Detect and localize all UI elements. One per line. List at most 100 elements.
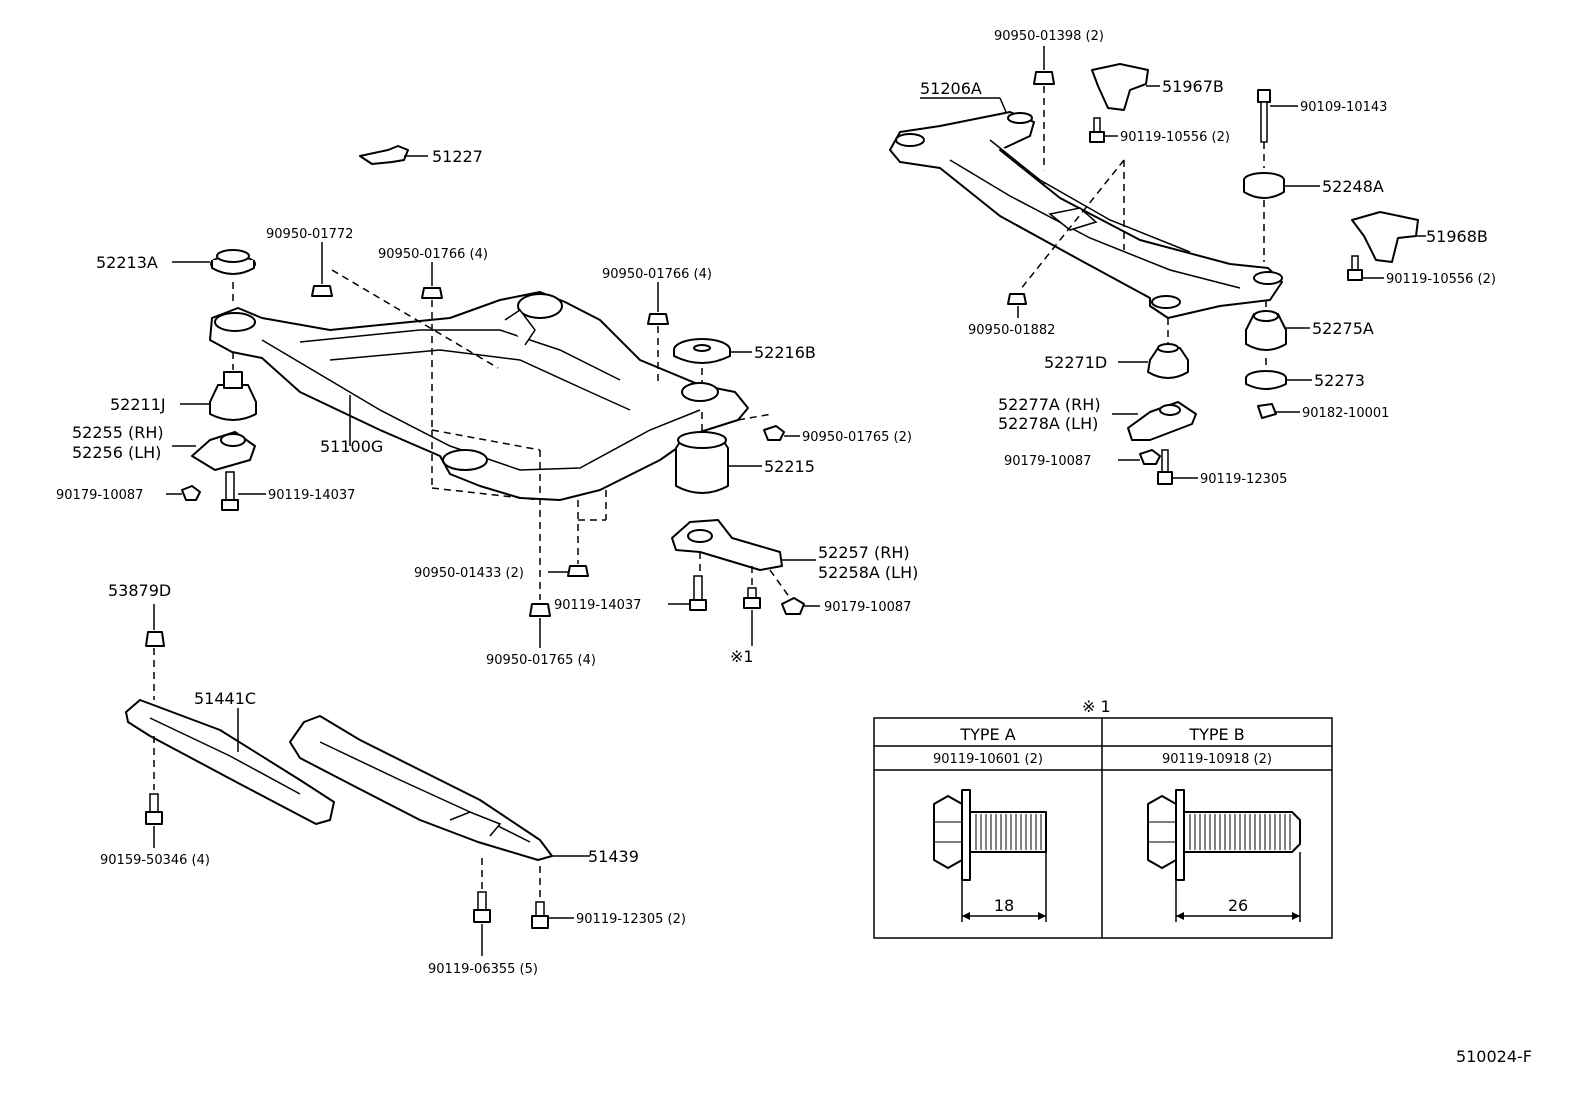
part-51227[interactable] [359,145,428,165]
callout-90950-01433[interactable]: 90950-01433 (2) [414,566,524,581]
callout-52248A[interactable]: 52248A [1322,177,1384,196]
engine-under-covers [125,604,590,956]
part-90950-01433-nut[interactable] [548,565,589,577]
callout-90119-10556-2[interactable]: 90119-10556 (2) [1386,272,1496,287]
bolt-type-a-length: 18 [994,896,1014,915]
callout-51439[interactable]: 51439 [588,847,639,866]
callout-90950-01766[interactable]: 90950-01766 (4) [378,247,488,262]
callout-90119-06355[interactable]: 90119-06355 (5) [428,962,538,977]
callout-90950-01765-4[interactable]: 90950-01765 (4) [486,653,596,668]
callout-52275A[interactable]: 52275A [1312,319,1374,338]
part-51439-cover[interactable] [289,715,590,900]
callout-90119-12305[interactable]: 90119-12305 (2) [576,912,686,927]
part-52215-cushion[interactable] [675,412,762,494]
part-90119-06355-bolt[interactable] [473,891,491,956]
part-52216B-cushion[interactable] [673,338,752,382]
callout-90179-10087[interactable]: 90179-10087 [56,488,143,503]
callout-90179-10087-2[interactable]: 90179-10087 [824,600,911,615]
callout-52257[interactable]: 52257 (RH) [818,543,910,562]
callout-90159-50346[interactable]: 90159-50346 (4) [100,853,210,868]
callout-52271D[interactable]: 52271D [1044,353,1107,372]
callout-90950-01398[interactable]: 90950-01398 (2) [994,29,1104,44]
part-90950-01765-nut[interactable] [737,413,800,441]
callout-52256[interactable]: 52256 (LH) [72,443,161,462]
callout-52277A[interactable]: 52277A (RH) [998,395,1101,414]
part-90950-01772-clip[interactable] [311,242,499,369]
callout-90950-01765-2[interactable]: 90950-01765 (2) [802,430,912,445]
callout-51227[interactable]: 51227 [432,147,483,166]
drawing-id: 510024-F [1456,1047,1532,1066]
part-52213A-cushion[interactable] [172,249,256,306]
part-53879D-clip[interactable] [145,604,165,700]
callout-51968B[interactable]: 51968B [1426,227,1488,246]
part-52277A-stopper[interactable] [1112,401,1197,441]
callout-51206A[interactable]: 51206A [920,79,982,98]
table-header-type-a: TYPE A [959,725,1015,744]
callout-52255[interactable]: 52255 (RH) [72,423,164,442]
callout-90119-14037[interactable]: 90119-14037 [268,488,355,503]
callout-51441C[interactable]: 51441C [194,689,256,708]
callout-51100G[interactable]: 51100G [320,437,383,456]
table-header-type-b: TYPE B [1188,725,1244,744]
callout-52213A[interactable]: 52213A [96,253,158,272]
part-51206A-rear-member[interactable] [889,97,1283,319]
bolt-type-b-length: 26 [1228,896,1248,915]
callout-90119-14037-2[interactable]: 90119-14037 [554,598,641,613]
bolt-type-table: ※ 1 TYPE A TYPE B 90119-10601 (2) 90119-… [873,697,1333,939]
part-90119-14037-bolt-2[interactable] [668,575,707,611]
table-part-type-b: 90119-10918 (2) [1162,752,1272,767]
part-90159-50346-bolt[interactable] [145,793,163,848]
part-52273-washer[interactable] [1245,358,1312,390]
part-90950-01765-nut-2[interactable] [529,603,551,648]
callout-ref1[interactable]: ※1 [730,647,754,666]
callout-53879D[interactable]: 53879D [108,581,171,600]
part-52257-stopper-arm[interactable] [671,519,816,599]
part-90119-14037-bolt[interactable] [221,471,266,511]
part-90119-10556-bolt[interactable] [1089,117,1118,143]
callout-52215[interactable]: 52215 [764,457,815,476]
callout-90109-10143[interactable]: 90109-10143 [1300,100,1387,115]
callout-90119-10556[interactable]: 90119-10556 (2) [1120,130,1230,145]
rear-member-assembly [889,46,1426,485]
part-52271D-cushion[interactable] [1118,318,1189,379]
part-52255-stopper[interactable] [172,431,256,471]
part-90119-12305-bolt[interactable] [531,901,574,929]
bolt-type-b-drawing: 26 [1147,789,1301,922]
callout-90950-01772[interactable]: 90950-01772 [266,227,353,242]
table-title: ※ 1 [1082,697,1111,716]
table-part-type-a: 90119-10601 (2) [933,752,1043,767]
part-52211J-cushion[interactable] [180,352,257,421]
callout-90119-12305-2[interactable]: 90119-12305 [1200,472,1287,487]
callout-52273[interactable]: 52273 [1314,371,1365,390]
part-callouts: 51227 90950-01772 90950-01766 (4) 90950-… [56,29,1496,977]
part-51100G-crossmember[interactable] [209,291,749,501]
part-90950-01766-clip[interactable] [421,262,443,430]
callout-52278A[interactable]: 52278A (LH) [998,414,1098,433]
callout-90950-01766-2[interactable]: 90950-01766 (4) [602,267,712,282]
part-90119-12305-bolt-2[interactable] [1157,449,1198,485]
part-51967B-bracket[interactable] [1091,63,1160,111]
part-90950-01766-clip-2[interactable] [647,282,669,384]
callout-52258A[interactable]: 52258A (LH) [818,563,918,582]
part-90950-01882-nut[interactable] [1007,293,1027,318]
part-90109-10143-bolt[interactable] [1257,89,1298,168]
part-90179-10087-nut-3[interactable] [1118,449,1161,465]
part-90179-10087-nut-2[interactable] [781,597,820,615]
part-51441C-cover[interactable] [125,699,335,825]
part-90182-10001-nut[interactable] [1257,403,1300,419]
part-52275A-cushion[interactable] [1245,300,1310,351]
part-ref1-bolt[interactable] [743,587,761,646]
part-90179-10087-nut[interactable] [166,485,201,501]
callout-52211J[interactable]: 52211J [110,395,166,414]
part-51968B-bracket[interactable] [1351,211,1426,263]
bolt-type-a-drawing: 18 [933,789,1047,922]
front-crossmember-assembly [166,145,820,648]
callout-90179-10087-3[interactable]: 90179-10087 [1004,454,1091,469]
part-52248A-cushion[interactable] [1243,172,1320,262]
part-90119-10556-bolt-2[interactable] [1347,255,1384,281]
callout-51967B[interactable]: 51967B [1162,77,1224,96]
callout-90950-01882[interactable]: 90950-01882 [968,323,1055,338]
callout-90182-10001[interactable]: 90182-10001 [1302,406,1389,421]
callout-52216B[interactable]: 52216B [754,343,816,362]
